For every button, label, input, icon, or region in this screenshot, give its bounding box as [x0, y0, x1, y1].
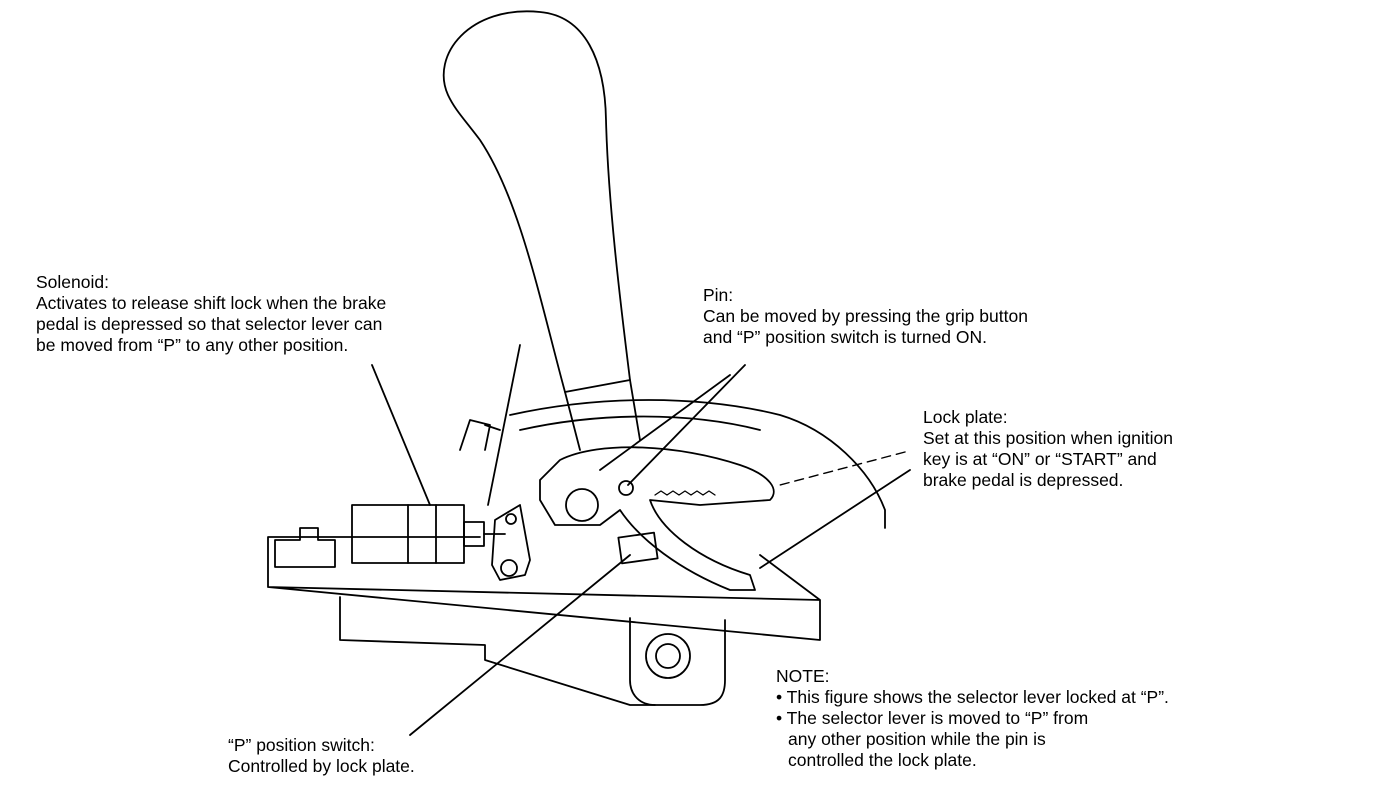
grip-pin [618, 480, 634, 496]
detent-plate [509, 399, 886, 529]
lower-housing [339, 596, 726, 706]
lock-plate-callout: Lock plate: Set at this position when ig… [923, 407, 1173, 491]
note-bullet-2-cont-2: controlled the lock plate. [788, 750, 977, 770]
pin-callout: Pin: Can be moved by pressing the grip b… [703, 285, 1028, 348]
pin-line-2: and “P” position switch is turned ON. [703, 327, 988, 347]
lock-plate-pivot [565, 488, 599, 522]
solenoid-line-1: Activates to release shift lock when the… [36, 293, 387, 313]
leader-lockplate [779, 451, 906, 486]
note-bullet-1: • This figure shows the selector lever l… [776, 687, 1169, 707]
linkage-pin [505, 513, 517, 525]
leader-lockplate-2 [759, 469, 911, 569]
p-switch-callout: “P” position switch: Controlled by lock … [228, 735, 415, 777]
detent-plate-inner [519, 415, 761, 431]
selector-lever-knob [442, 10, 631, 393]
leader-pin [627, 364, 746, 486]
mounting-boss-inner [655, 643, 681, 669]
left-bracket [274, 527, 336, 568]
shift-lock-linkage [491, 504, 531, 581]
note-callout: NOTE: • This figure shows the selector l… [776, 666, 1169, 771]
solenoid-callout: Solenoid: Activates to release shift loc… [36, 272, 386, 356]
p-switch-line-1: Controlled by lock plate. [228, 756, 415, 776]
lock-plate-line-2: key is at “ON” or “START” and [923, 449, 1157, 469]
leader-pswitch [409, 554, 631, 736]
note-title: NOTE: [776, 666, 830, 686]
leader-solenoid [371, 364, 431, 506]
solenoid-line-2: pedal is depressed so that selector leve… [36, 314, 383, 334]
pin-line-1: Can be moved by pressing the grip button [703, 306, 1028, 326]
lock-plate-line-1: Set at this position when ignition [923, 428, 1174, 448]
spring [654, 490, 716, 496]
solenoid-plunger [463, 521, 485, 547]
solenoid-title: Solenoid: [36, 272, 109, 292]
lock-plate-line-3: brake pedal is depressed. [923, 470, 1124, 490]
upper-bracket [459, 419, 501, 451]
lock-plate-title: Lock plate: [923, 407, 1008, 427]
note-bullet-2: • The selector lever is moved to “P” fro… [776, 708, 1089, 728]
mounting-boss-tab [629, 617, 656, 706]
leader-pin-2 [599, 374, 731, 471]
p-position-switch [617, 531, 659, 565]
solenoid-line-3: be moved from “P” to any other position. [36, 335, 349, 355]
leader-solenoid-2 [487, 344, 521, 506]
p-switch-title: “P” position switch: [228, 735, 375, 755]
linkage-pivot [500, 559, 518, 577]
note-bullet-2-cont-1: any other position while the pin is [788, 729, 1046, 749]
pin-title: Pin: [703, 285, 734, 305]
mounting-boss-outer [645, 633, 691, 679]
